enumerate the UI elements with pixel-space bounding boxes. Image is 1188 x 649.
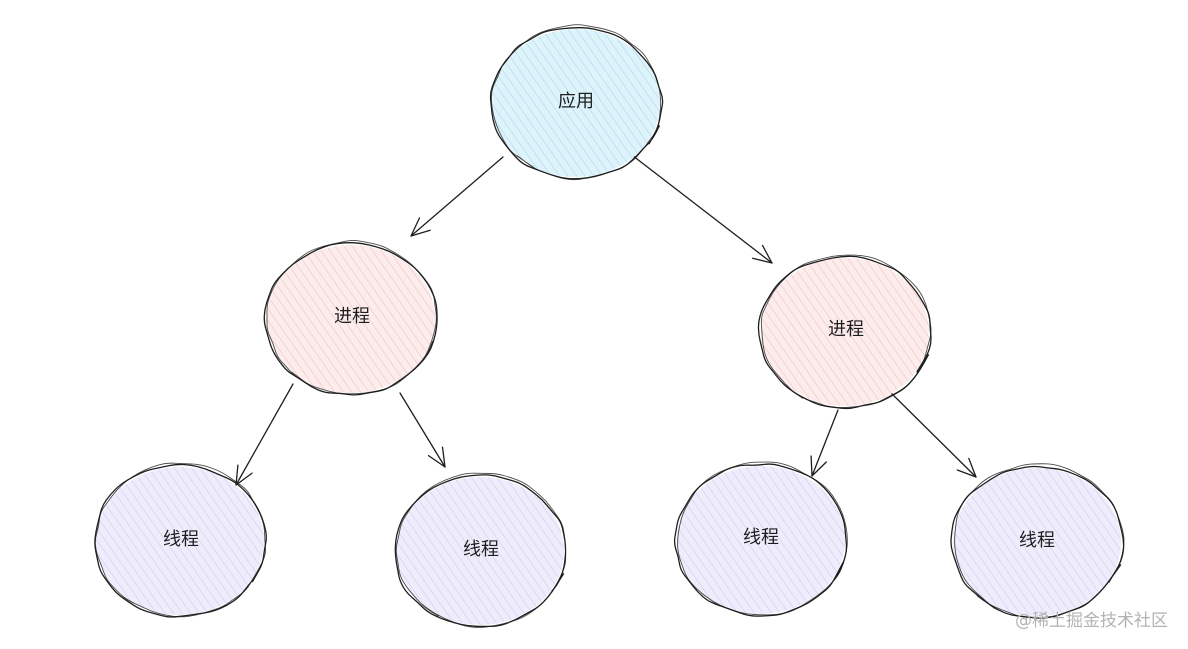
edge-process-left-to-thread-2 — [399, 392, 446, 468]
arrowhead-icon — [427, 446, 446, 468]
arrowhead-icon — [751, 244, 773, 264]
edge-line — [235, 383, 294, 486]
node-fill — [267, 245, 435, 393]
node-thread-2: 线程 — [394, 472, 567, 628]
node-label: 线程 — [743, 527, 779, 548]
arrowhead-icon — [956, 457, 977, 478]
node-outline-stroke — [266, 240, 437, 395]
arrowhead-icon — [810, 455, 827, 477]
node-thread-4: 线程 — [950, 463, 1125, 619]
node-fill — [761, 258, 929, 406]
node-thread-3: 线程 — [673, 461, 848, 617]
edge-line — [627, 151, 773, 264]
node-label: 线程 — [463, 539, 499, 560]
edge-line — [399, 392, 446, 468]
arrowhead-icon — [235, 464, 253, 486]
arrowhead-icon — [410, 217, 431, 237]
node-outline-stroke — [395, 472, 567, 628]
edge-app-to-process-right — [627, 151, 773, 264]
edge-app-to-process-left — [410, 156, 504, 237]
node-outline-stroke — [677, 461, 848, 616]
edge-line — [410, 156, 504, 237]
node-label: 应用 — [558, 91, 594, 112]
node-label: 线程 — [163, 529, 199, 550]
node-app: 应用 — [489, 24, 664, 181]
edge-line — [811, 409, 839, 477]
node-label: 进程 — [334, 306, 370, 327]
edge-process-right-to-thread-3 — [810, 409, 839, 477]
node-process-left: 进程 — [263, 240, 438, 396]
watermark-text: @稀土掘金技术社区 — [1015, 611, 1168, 631]
node-thread-1: 线程 — [94, 462, 267, 618]
edge-line — [883, 385, 977, 478]
node-outline-stroke — [94, 462, 266, 618]
edges-layer — [235, 151, 977, 486]
node-label: 进程 — [828, 319, 864, 340]
node-fill — [96, 467, 264, 615]
node-fill — [677, 466, 845, 614]
node-outline-stroke — [760, 254, 932, 409]
node-outline-stroke — [491, 24, 662, 181]
node-process-right: 进程 — [757, 254, 932, 410]
edge-process-right-to-thread-4 — [883, 385, 977, 478]
node-outline — [263, 242, 438, 396]
node-label: 线程 — [1019, 530, 1055, 551]
nodes-layer: 应用进程进程线程线程线程线程 — [94, 24, 1125, 628]
node-outline — [757, 255, 932, 410]
edge-process-left-to-thread-1 — [235, 383, 294, 486]
node-outline-stroke — [954, 463, 1125, 618]
node-fill — [492, 29, 660, 177]
node-outline — [673, 463, 848, 617]
node-fill — [396, 477, 564, 625]
node-fill — [953, 468, 1121, 616]
